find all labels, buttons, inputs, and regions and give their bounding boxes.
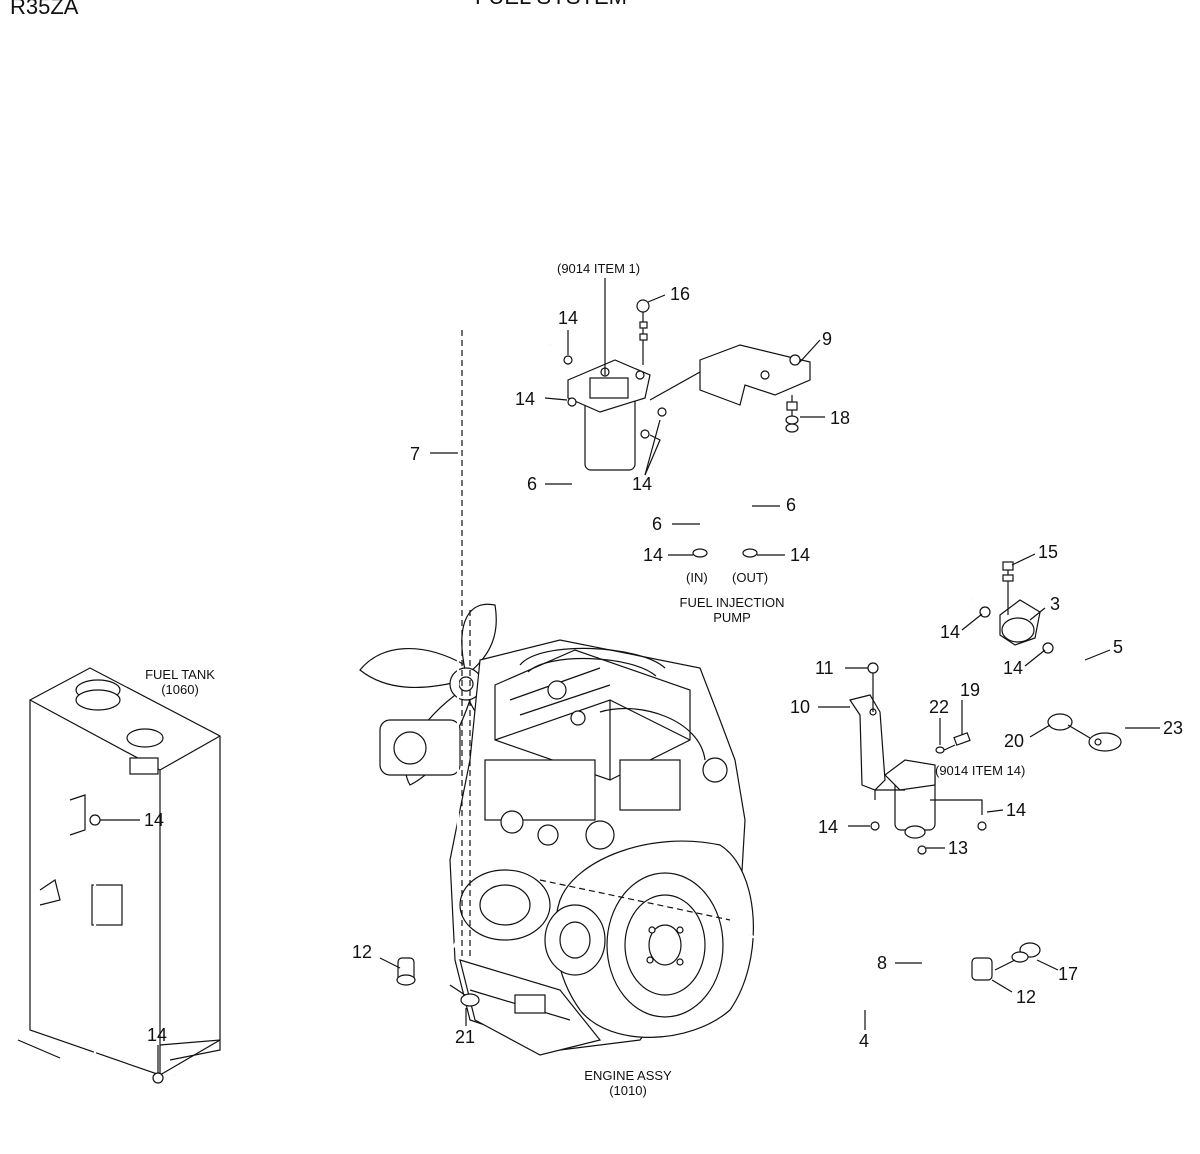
fuel-tank [17, 667, 221, 1076]
callout-6: 6 [652, 514, 662, 534]
callout-14: 14 [1006, 800, 1026, 820]
callout-7: 7 [410, 444, 420, 464]
model-label: R35ZA [10, 0, 79, 19]
clamp-12-right [971, 957, 993, 981]
fuel-tank-label-1: FUEL TANK [145, 667, 215, 682]
callout-5: 5 [1113, 637, 1123, 657]
callout-13: 13 [948, 838, 968, 858]
callout-14: 14 [515, 389, 535, 409]
callout-14: 14 [144, 810, 164, 830]
page-title: FUEL SYSTEM [475, 0, 627, 9]
leader-lines [100, 278, 1160, 1073]
callout-22: 22 [929, 697, 949, 717]
filter-ref-right: (9014 ITEM 14) [935, 763, 1025, 778]
callout-9: 9 [822, 329, 832, 349]
fuel-filter-top [563, 299, 758, 558]
callout-4: 4 [859, 1031, 869, 1051]
filter-ref-top: (9014 ITEM 1) [557, 261, 640, 276]
callout-14: 14 [940, 622, 960, 642]
callout-8: 8 [877, 953, 887, 973]
callout-14: 14 [790, 545, 810, 565]
engine-assembly [359, 603, 754, 1056]
fuel-injection-pump-label-1: FUEL INJECTION [680, 595, 785, 610]
callout-14: 14 [643, 545, 663, 565]
callout-14: 14 [558, 308, 578, 328]
fuel-tank-label-2: (1060) [161, 682, 199, 697]
callout-20: 20 [1004, 731, 1024, 751]
clamp-12-left [396, 957, 416, 986]
fuel-injection-pump-label-2: PUMP [713, 610, 751, 625]
callout-16: 16 [670, 284, 690, 304]
callout-23: 23 [1163, 718, 1183, 738]
callout-17: 17 [1058, 964, 1078, 984]
fuel-filter-right [849, 662, 987, 855]
callout-10: 10 [790, 697, 810, 717]
clamp-23 [1047, 713, 1122, 752]
callout-6: 6 [527, 474, 537, 494]
captions: (9014 ITEM 1) (9014 ITEM 14) (IN) (OUT) … [145, 261, 1025, 1098]
callout-18: 18 [830, 408, 850, 428]
label-out: (OUT) [732, 570, 768, 585]
label-in: (IN) [686, 570, 708, 585]
callout-12: 12 [352, 942, 372, 962]
engine-assy-label-2: (1010) [609, 1083, 647, 1098]
callout-6: 6 [786, 495, 796, 515]
callout-19: 19 [960, 680, 980, 700]
callout-numbers: 16 14 9 14 18 7 6 14 6 6 14 14 15 3 14 1… [144, 284, 1183, 1051]
callout-21: 21 [455, 1027, 475, 1047]
callout-11: 11 [815, 658, 834, 678]
callout-14: 14 [818, 817, 838, 837]
callout-14: 14 [147, 1025, 167, 1045]
callout-14: 14 [632, 474, 652, 494]
water-separator-3 [979, 561, 1054, 654]
callout-3: 3 [1050, 594, 1060, 614]
bracket-9 [649, 344, 811, 433]
callout-12: 12 [1016, 987, 1036, 1007]
callout-14: 14 [1003, 658, 1023, 678]
bolt-17 [994, 942, 1041, 971]
callout-15: 15 [1038, 542, 1058, 562]
engine-assy-label-1: ENGINE ASSY [584, 1068, 672, 1083]
